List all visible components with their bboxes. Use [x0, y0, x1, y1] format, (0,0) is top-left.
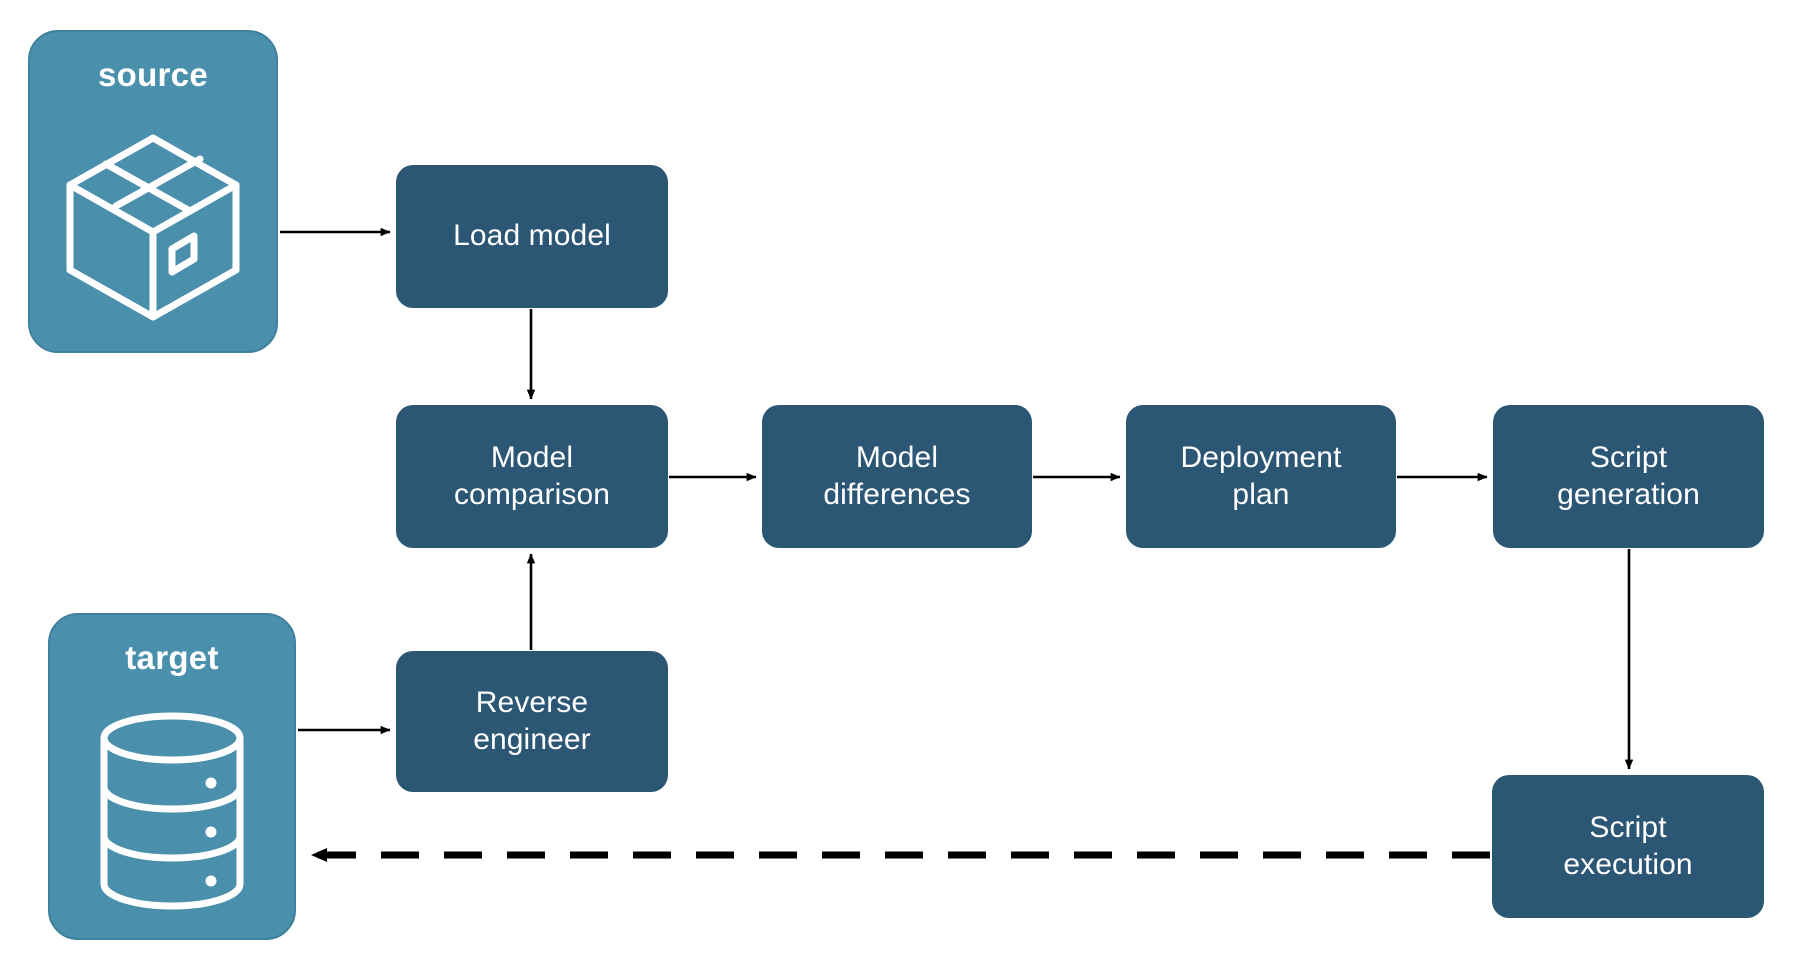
process-script-generation[interactable]: Script generation: [1493, 405, 1764, 548]
process-script-execution[interactable]: Script execution: [1492, 775, 1764, 918]
process-load-model[interactable]: Load model: [396, 165, 668, 308]
endpoint-target-label: target: [125, 639, 219, 676]
endpoint-source-label: source: [97, 56, 209, 93]
endpoint-source[interactable]: source: [28, 30, 278, 353]
process-reverse-engineer[interactable]: Reverse engineer: [396, 651, 668, 792]
process-deployment-plan[interactable]: Deployment plan: [1126, 405, 1396, 548]
database-cylinder-icon: [50, 683, 294, 938]
process-model-comparison[interactable]: Model comparison: [396, 405, 668, 548]
process-model-differences[interactable]: Model differences: [762, 405, 1032, 548]
endpoint-target[interactable]: target: [48, 613, 296, 940]
package-box-icon: [30, 100, 276, 351]
